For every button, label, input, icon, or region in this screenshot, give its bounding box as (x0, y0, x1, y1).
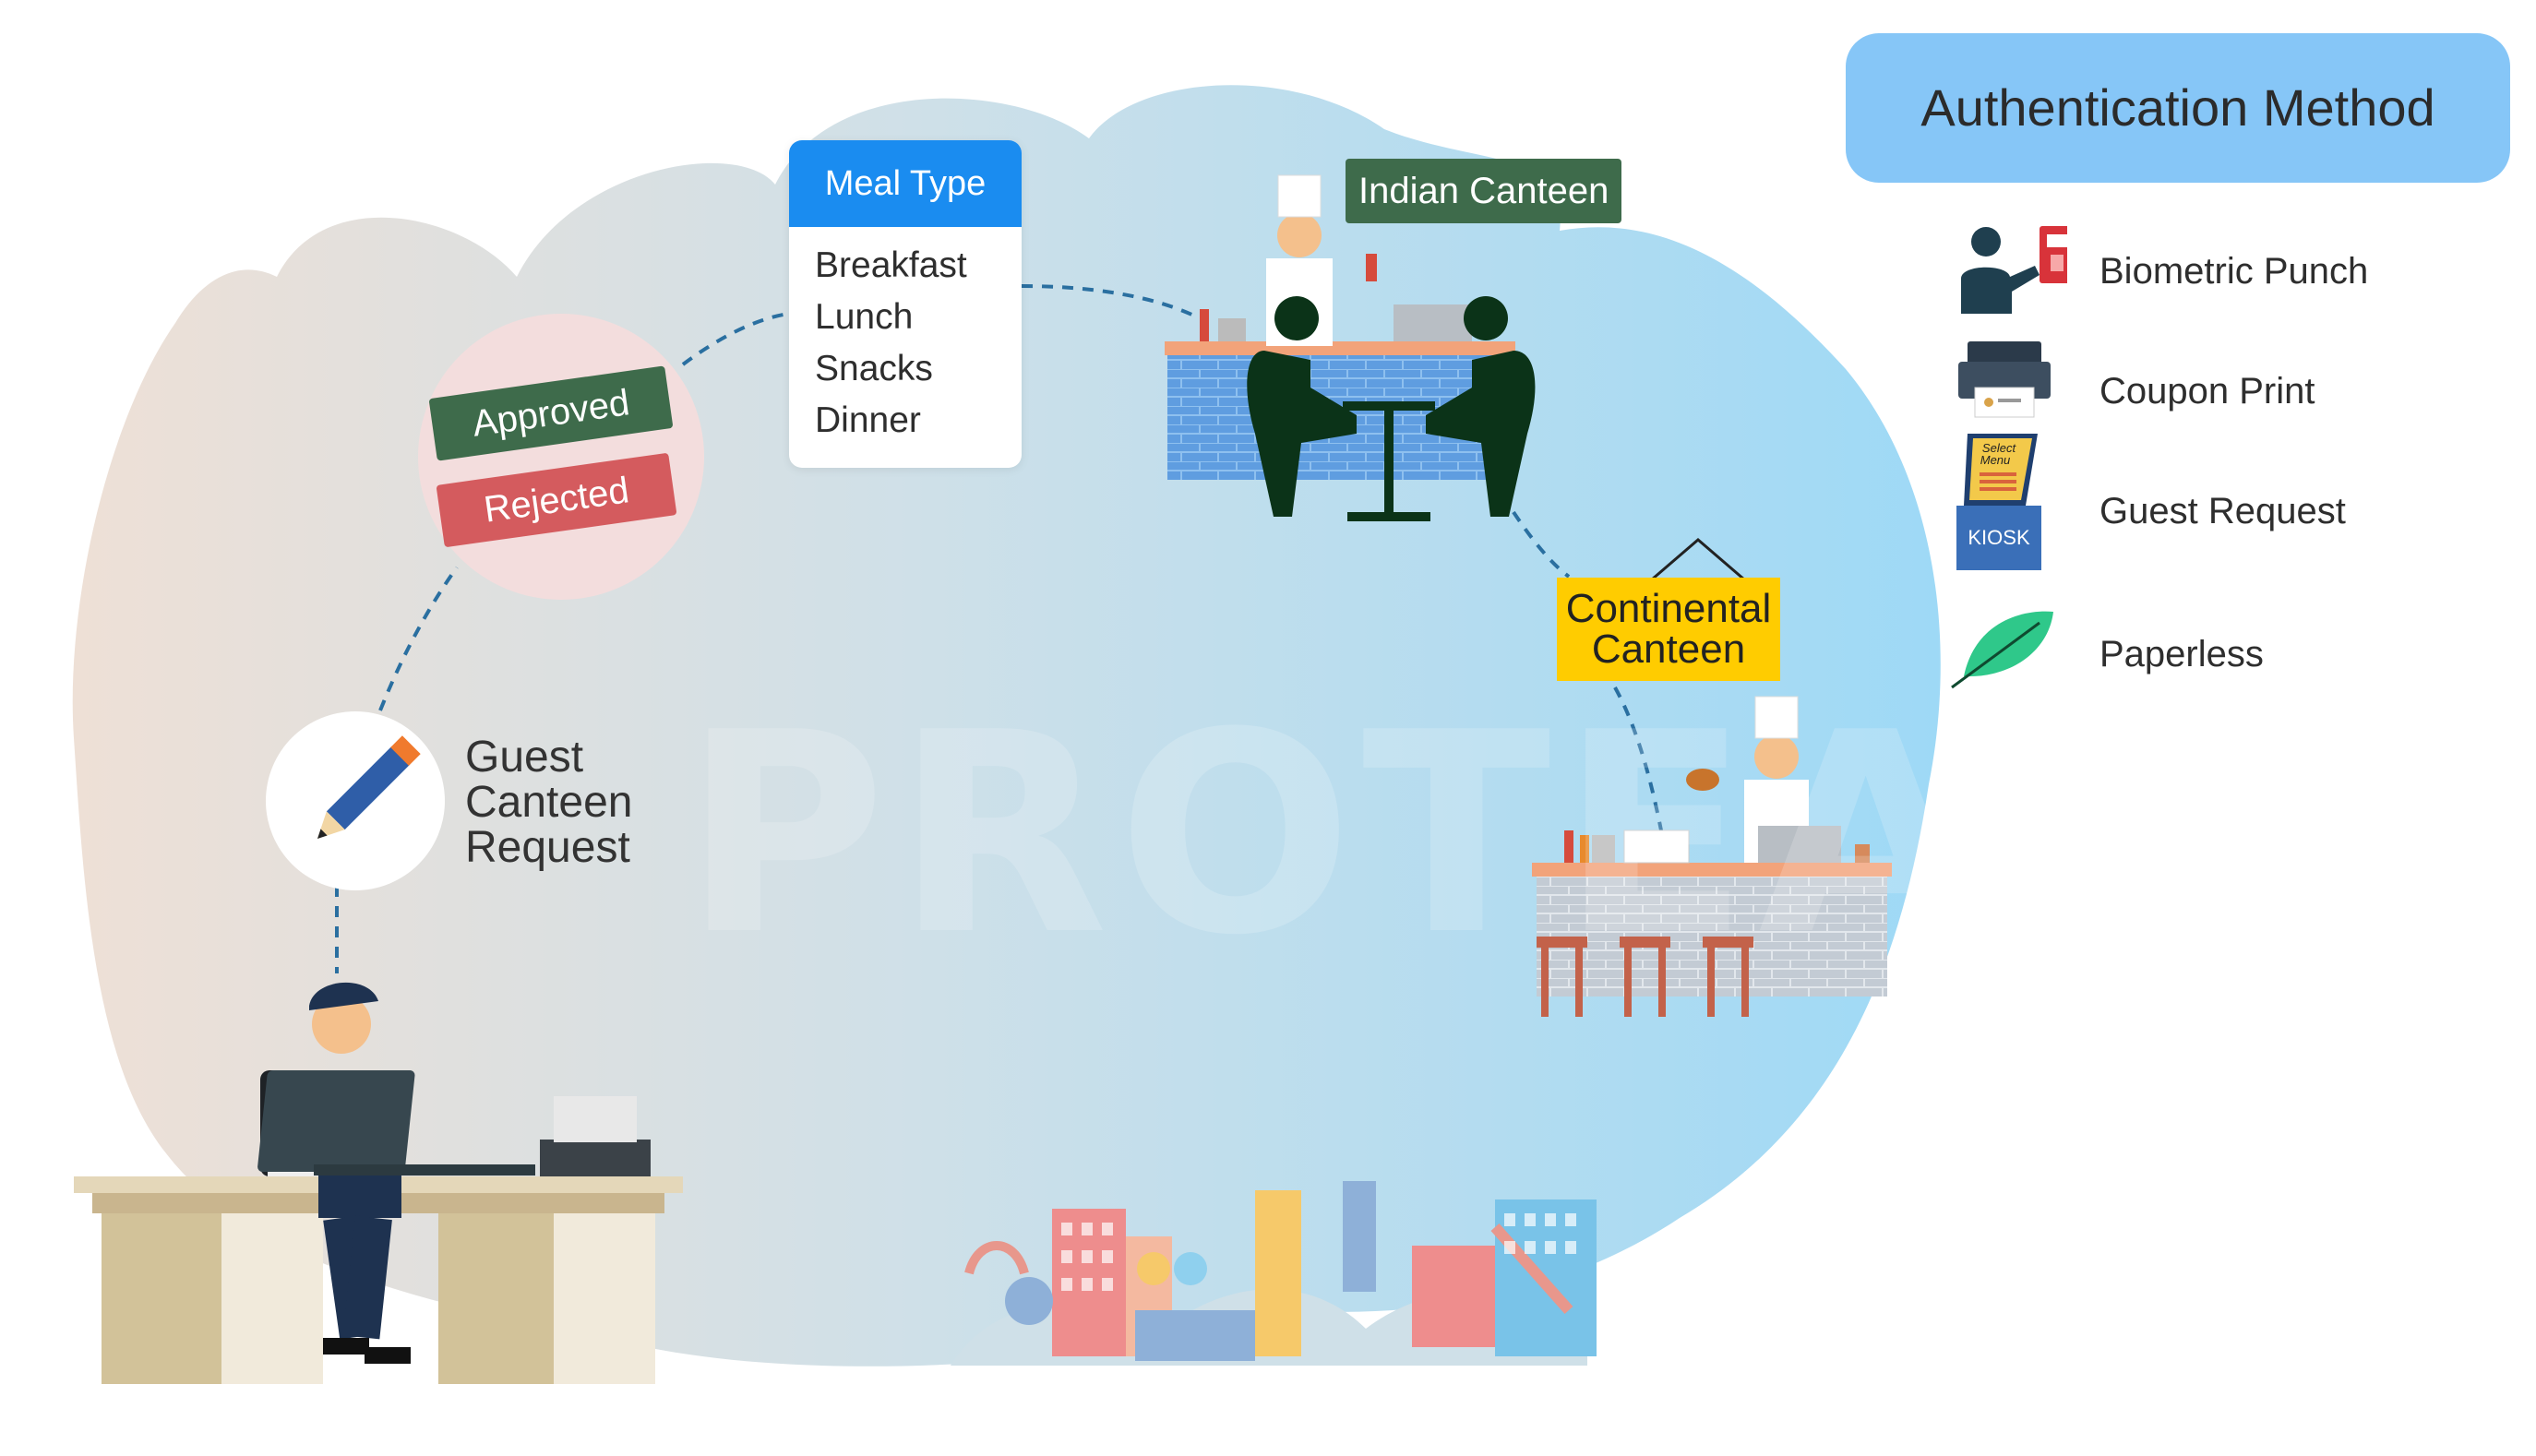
kiosk-icon: Select Menu KIOSK (1956, 434, 2041, 570)
biometric-punch-icon (1961, 226, 2067, 314)
city-skyline (951, 1181, 1597, 1366)
continental-canteen-tag: Continental Canteen (1557, 578, 1780, 681)
guest-line-3: Request (465, 823, 630, 872)
guest-line-2: Canteen (465, 778, 633, 827)
kiosk-text: KIOSK (1968, 526, 2030, 549)
guest-line-1: Guest (465, 733, 584, 782)
auth-method-coupon: Coupon Print (1947, 341, 2501, 443)
kiosk-screen-line-2: Menu (1980, 453, 2011, 467)
auth-method-guest: Select Menu KIOSK Guest Request (1947, 434, 2501, 570)
continental-canteen-illustration (1532, 696, 1892, 1017)
watermark-text: PROTEA (683, 674, 1982, 996)
leaf-icon (1951, 611, 2053, 689)
indian-canteen-illustration (1165, 174, 1536, 521)
printer-icon (1958, 341, 2051, 418)
meal-type-list: Breakfast Lunch Snacks Dinner (789, 240, 1022, 447)
kiosk-screen-line-1: Select (1982, 441, 2017, 455)
indian-canteen-tag: Indian Canteen (1346, 159, 1622, 223)
meal-item-lunch: Lunch (815, 297, 914, 337)
auth-label-coupon: Coupon Print (2099, 371, 2315, 412)
auth-label-biometric: Biometric Punch (2099, 251, 2369, 292)
meal-item-dinner: Dinner (815, 400, 921, 440)
flow-connectors (335, 284, 1663, 973)
auth-label-paperless: Paperless (2099, 634, 2264, 674)
guest-canteen-request-label: Guest Canteen Request (465, 734, 632, 870)
meal-item-breakfast: Breakfast (815, 245, 967, 285)
auth-method-biometric: Biometric Punch (1947, 221, 2501, 323)
office-worker-illustration (74, 982, 683, 1384)
auth-method-paperless: Paperless (1947, 604, 2501, 706)
continental-line-1: Continental (1565, 586, 1772, 631)
auth-label-guest: Guest Request (2099, 491, 2346, 531)
meal-item-snacks: Snacks (815, 349, 933, 388)
authentication-method-header: Authentication Method (1846, 33, 2510, 183)
meal-type-card: Meal Type Breakfast Lunch Snacks Dinner (789, 140, 1022, 468)
continental-line-2: Canteen (1591, 627, 1746, 672)
meal-type-title: Meal Type (789, 140, 1022, 227)
